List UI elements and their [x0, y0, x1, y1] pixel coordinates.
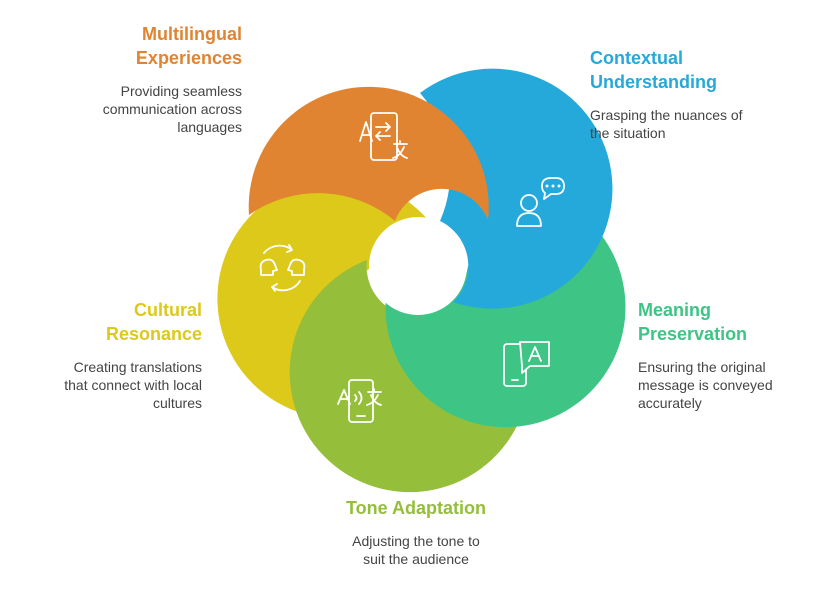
section-description: Grasping the nuances of the situation	[590, 107, 743, 141]
label-tone-adaptation: Tone Adaptation Adjusting the tone to su…	[316, 496, 516, 568]
section-title: Cultural Resonance	[105, 300, 202, 344]
petal-multilingual-experiences	[248, 86, 489, 221]
translate-icon	[359, 112, 408, 161]
label-contextual-understanding: Contextual Understanding Grasping the nu…	[590, 46, 810, 142]
people-exchange-icon	[259, 244, 306, 292]
section-title: Multilingual Experiences	[135, 24, 242, 68]
label-multilingual-experiences: Multilingual Experiences Providing seaml…	[60, 22, 242, 136]
section-title: Contextual Understanding	[590, 48, 718, 92]
petal-tone-adaptation	[289, 260, 521, 493]
label-meaning-preservation: Meaning Preservation Ensuring the origin…	[638, 298, 828, 412]
section-description: Providing seamless communication across …	[102, 83, 242, 135]
section-description: Ensuring the original message is conveye…	[638, 359, 773, 411]
section-description: Creating translations that connect with …	[64, 359, 202, 411]
petal-contextual-understanding	[420, 68, 613, 309]
section-title: Tone Adaptation	[346, 498, 486, 518]
person-chat-icon	[516, 177, 565, 227]
section-description: Adjusting the tone to suit the audience	[352, 533, 480, 567]
section-title: Meaning Preservation	[638, 300, 748, 344]
label-cultural-resonance: Cultural Resonance Creating translations…	[30, 298, 202, 412]
center-hole	[369, 217, 467, 315]
audio-translate-icon	[337, 379, 382, 423]
phone-message-icon	[503, 341, 550, 387]
